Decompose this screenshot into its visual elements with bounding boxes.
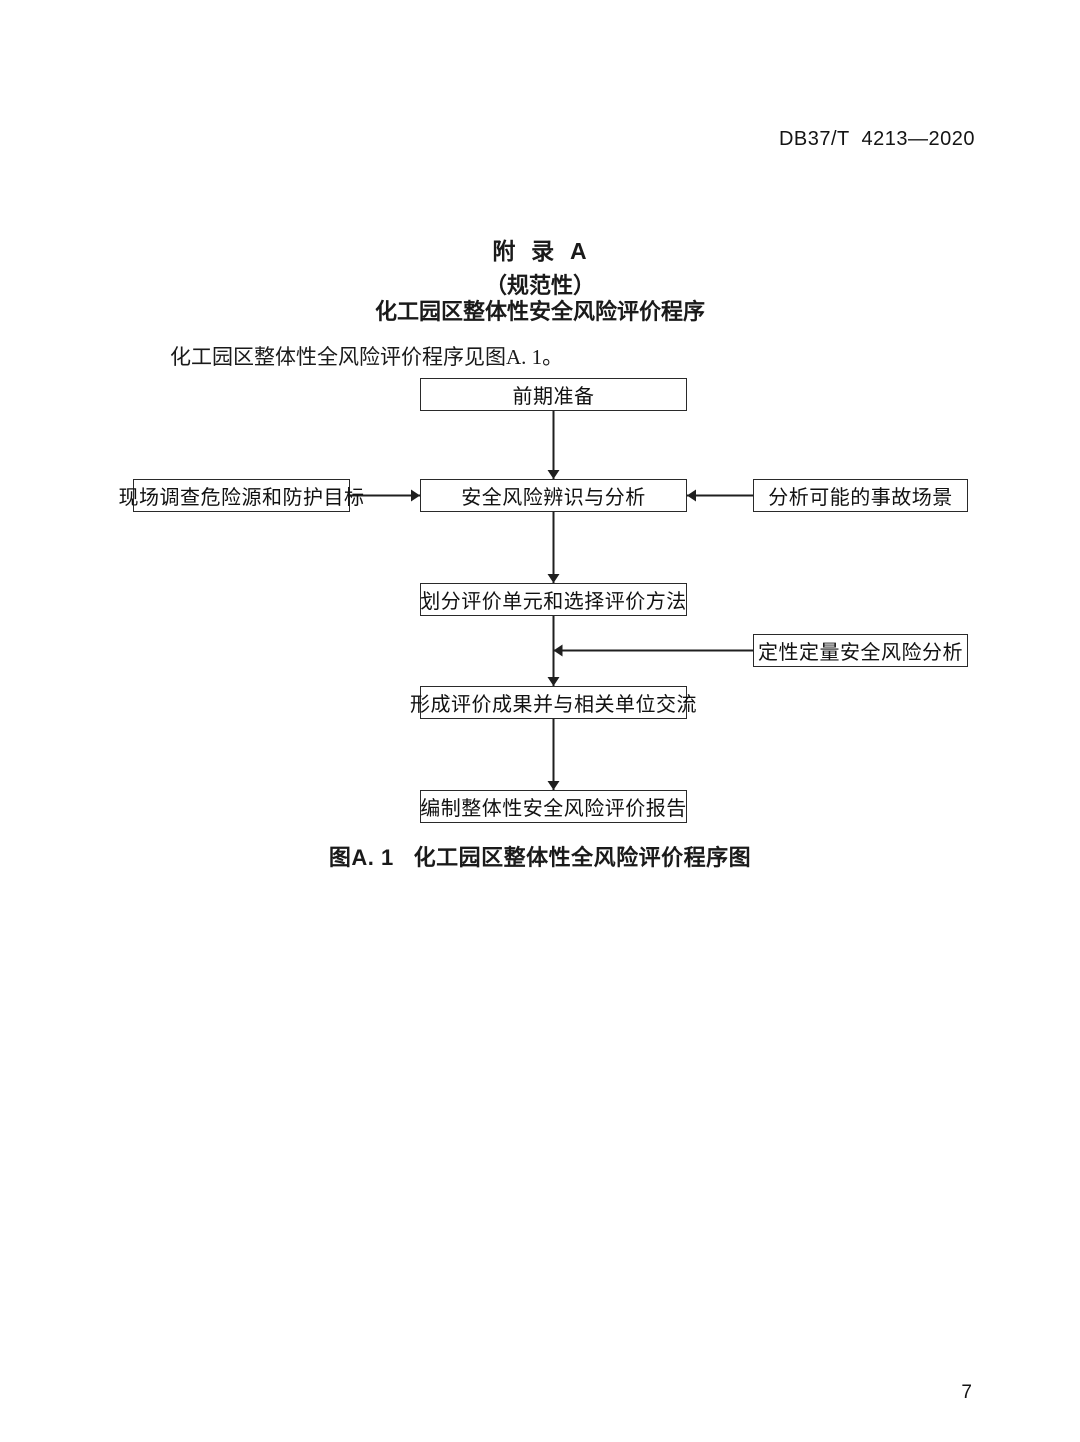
flow-node-unitmethod: 划分评价单元和选择评价方法 <box>420 583 687 616</box>
flow-arrowhead <box>547 470 560 479</box>
flow-node-survey: 现场调查危险源和防护目标 <box>119 479 364 512</box>
page-number: 7 <box>961 1382 972 1403</box>
flow-node-result: 形成评价成果并与相关单位交流 <box>410 686 697 719</box>
standard-number-header: DB37/T 4213—2020 <box>778 128 975 150</box>
flow-node-label: 现场调查危险源和防护目标 <box>118 487 365 509</box>
flow-arrowhead <box>553 644 563 657</box>
flow-node-label: 编制整体性安全风险评价报告 <box>420 798 687 820</box>
annex-subject-title: 化工园区整体性安全风险评价程序 <box>374 299 705 324</box>
annex-title: 附 录 A <box>492 238 588 264</box>
flow-arrowhead <box>547 677 560 686</box>
flow-arrowhead <box>547 574 560 583</box>
flow-arrowhead <box>411 489 420 502</box>
figure-caption: 图A. 1 化工园区整体性全风险评价程序图 <box>328 845 752 870</box>
flow-node-label: 形成评价成果并与相关单位交流 <box>410 694 697 716</box>
annex-kind: （规范性） <box>484 273 595 298</box>
flow-arrowhead <box>687 489 696 502</box>
flow-node-identify: 安全风险辨识与分析 <box>420 479 687 512</box>
flow-arrowhead <box>547 781 560 790</box>
flow-node-label: 安全风险辨识与分析 <box>461 487 646 509</box>
intro-paragraph: 化工园区整体性全风险评价程序见图A. 1。 <box>170 345 564 369</box>
flowchart-edges <box>350 411 753 790</box>
flow-node-prep: 前期准备 <box>420 378 687 411</box>
flow-node-qualquant: 定性定量安全风险分析 <box>753 634 968 667</box>
flow-node-label: 定性定量安全风险分析 <box>758 642 963 664</box>
flowchart: 前期准备现场调查危险源和防护目标 安全风险辨识与分析 分析可能的事故场景划分评价单元… <box>119 378 968 823</box>
flow-node-label: 划分评价单元和选择评价方法 <box>420 591 687 613</box>
flow-node-label: 分析可能的事故场景 <box>768 487 953 509</box>
flow-node-report: 编制整体性安全风险评价报告 <box>420 790 687 823</box>
flow-node-label: 前期准备 <box>512 386 595 408</box>
flow-node-scenario: 分析可能的事故场景 <box>753 479 968 512</box>
